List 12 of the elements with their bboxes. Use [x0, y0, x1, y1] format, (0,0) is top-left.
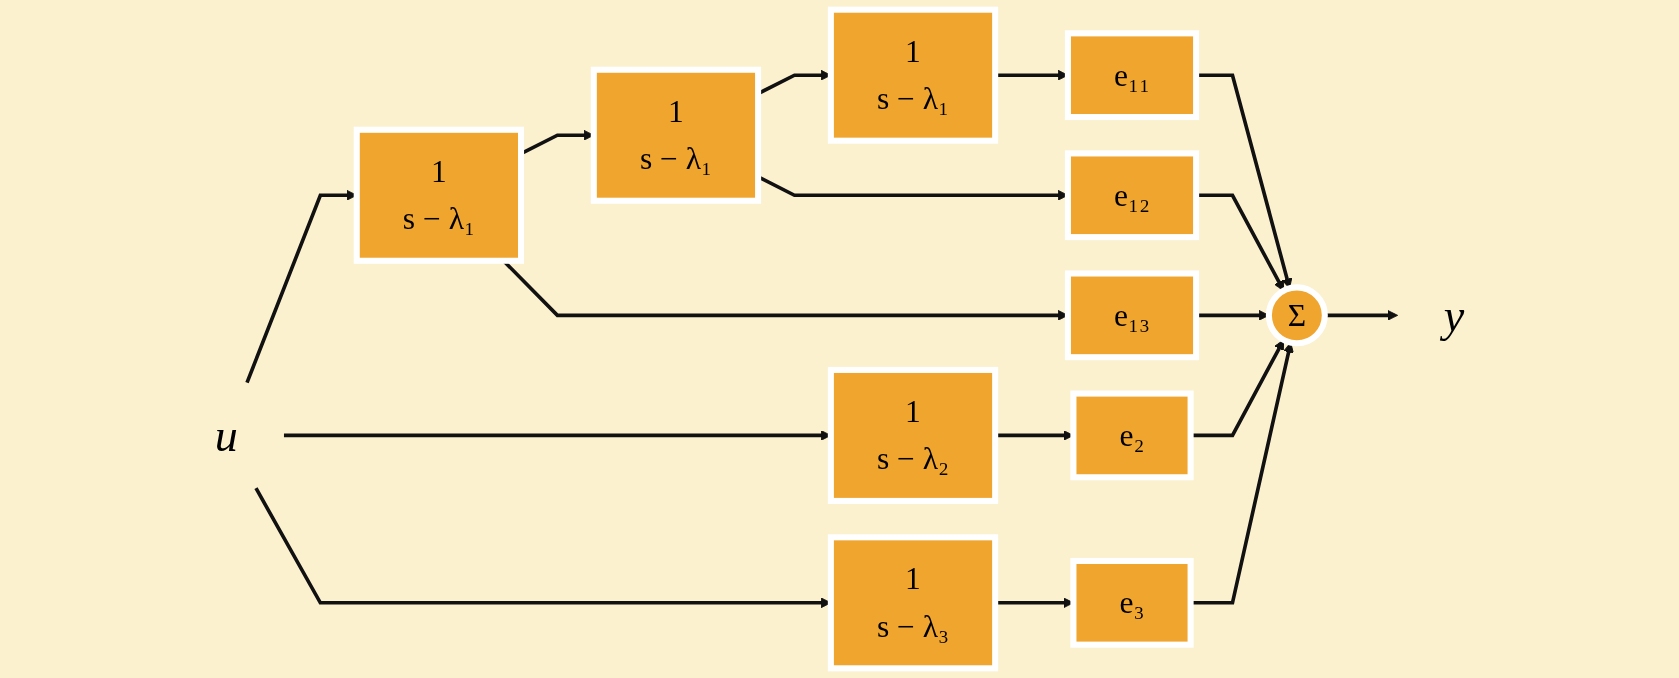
- node-box: e₁₁: [1064, 30, 1200, 121]
- node-box: 1 s − λ₂: [827, 366, 999, 504]
- node-box: 1 s − λ₁: [827, 6, 999, 144]
- node-text: u: [214, 409, 238, 461]
- node-box: 1 s − λ₁: [590, 66, 762, 204]
- node-box: 1 s − λ₁: [353, 126, 525, 264]
- node-box: e₁₂: [1064, 150, 1200, 241]
- node-circle: Σ: [1265, 284, 1328, 347]
- node-box: e₃: [1070, 557, 1194, 648]
- node-box: 1 s − λ₃: [827, 534, 999, 672]
- node-box: e₂: [1070, 390, 1194, 481]
- node-box: e₁₃: [1064, 270, 1200, 361]
